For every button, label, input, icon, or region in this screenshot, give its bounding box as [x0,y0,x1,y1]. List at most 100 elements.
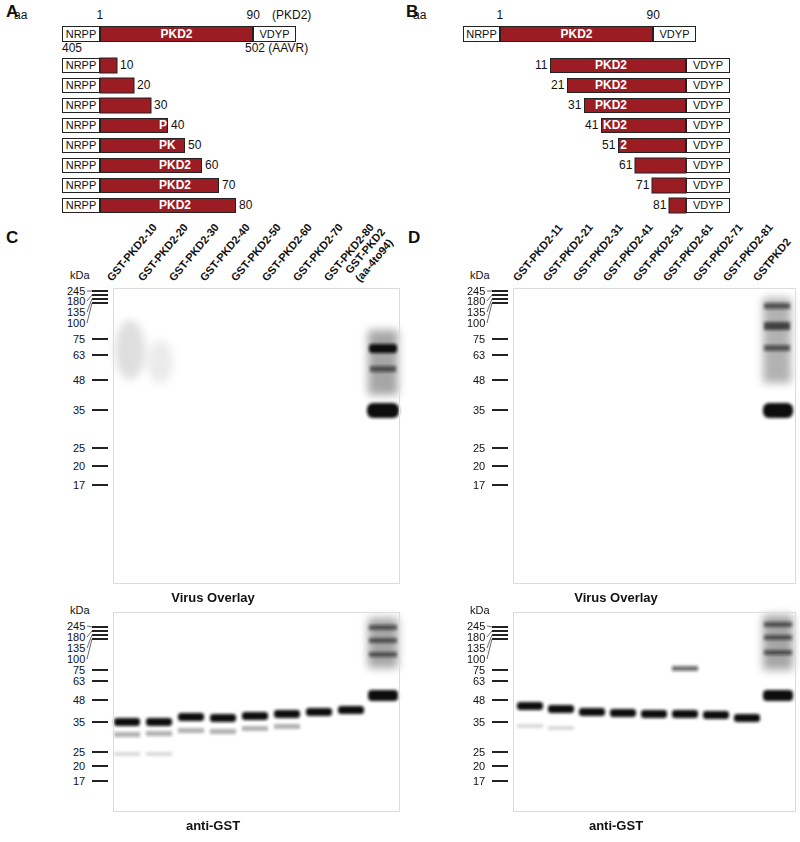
marker-ticks [492,291,508,485]
marker-ticks [92,291,108,485]
blot-band [734,714,760,722]
box-label: NRPP [66,99,97,112]
blot-band [672,710,698,718]
marker-size: 20 [473,460,485,473]
marker-size: 245 [467,620,485,633]
blot-band [641,710,667,718]
marker-size: 100 [67,653,85,666]
marker-size: 135 [67,642,85,655]
box-label: PKD2 [595,99,627,112]
blot-band [672,666,698,671]
marker-size: 48 [73,374,85,387]
marker-size: 25 [473,746,485,759]
marker-size: 100 [67,317,85,330]
flank-box: NRPP [62,158,100,173]
marker-size: 75 [73,664,85,677]
box-label: NRPP [66,79,97,92]
blot-smear [147,340,173,384]
axis-label: 21 [551,79,564,93]
box-label: VDYP [693,199,723,212]
blot-band [369,625,397,630]
flank-box: NRPP [62,26,100,42]
blot-band [306,708,332,716]
pkd2-bar: PKD2 [100,158,202,173]
blot-band [210,714,236,722]
box-label: PKD2 [160,27,192,41]
blot-caption: anti-GST [589,818,643,833]
marker-size: 100 [467,653,485,666]
marker-leaders [87,626,92,659]
box-label: PKD2 [595,79,627,92]
blot-caption: Virus Overlay [574,590,658,605]
marker-size: 35 [473,716,485,729]
blot-band [369,344,397,353]
box-label: KD2 [603,119,627,132]
box-label: VDYP [693,99,723,112]
pkd2-bar: P [100,118,168,133]
blot-band [764,622,792,627]
marker-ticks [92,627,108,781]
axis-label: 61 [619,159,632,173]
blot-band [764,650,792,655]
marker-size: kDa [70,604,90,617]
blot-band [114,732,140,737]
plain-bar [652,178,686,193]
box-label: VDYP [660,27,690,41]
box-label: NRPP [66,59,97,72]
box-label: NRPP [466,27,497,41]
blot-band [178,728,204,733]
blot-band [242,726,268,731]
blot-smear [115,320,145,380]
box-label: NRPP [66,199,97,212]
box-label: VDYP [693,159,723,172]
marker-size: 180 [67,295,85,308]
marker-size: 180 [467,631,485,644]
marker-size: 17 [73,479,85,492]
axis-label: 10 [120,59,133,73]
axis-label: 1 [97,9,104,23]
box-label: VDYP [693,119,723,132]
axis-label: 71 [636,179,649,193]
blot-band [146,718,172,726]
pkd2-bar: PKD2 [500,26,653,42]
blot-band [146,752,172,756]
box-label: VDYP [693,179,723,192]
box-label: NRPP [66,139,97,152]
marker-size: 20 [473,760,485,773]
plain-bar [100,78,134,93]
axis-label: 90 [247,9,260,23]
marker-size: 20 [73,460,85,473]
blot-band [370,366,396,372]
flank-box: VDYP [686,198,730,213]
box-label: VDYP [693,139,723,152]
blot-band [764,322,790,330]
box-label: VDYP [260,27,290,41]
blot-band [210,729,236,734]
marker-size: 100 [467,317,485,330]
axis-label: 30 [154,99,167,113]
flank-box: NRPP [463,26,500,42]
blot-band [763,403,793,418]
axis-label: 502 (AAVR) [245,42,308,56]
marker-size: 35 [473,404,485,417]
flank-box: NRPP [62,138,100,153]
box-label: VDYP [693,59,723,72]
plain-bar [669,198,686,213]
axis-label: 405 [62,42,82,56]
box-label: PKD2 [595,59,627,72]
marker-size: 75 [473,333,485,346]
box-label: 2 [620,139,627,152]
blot-panel: Virus Overlay [513,288,796,584]
marker-leaders [487,626,492,659]
marker-size: 180 [67,631,85,644]
blot-band [548,705,574,713]
axis-label: aa [14,9,27,23]
pkd2-bar: PKD2 [100,26,253,42]
blot-smear [115,298,793,670]
blot-band [579,708,605,716]
marker-ticks [92,291,508,781]
blot-band [548,726,574,730]
plain-bar [635,158,686,173]
flank-box: NRPP [62,78,100,93]
panel-letter: C [6,228,18,248]
